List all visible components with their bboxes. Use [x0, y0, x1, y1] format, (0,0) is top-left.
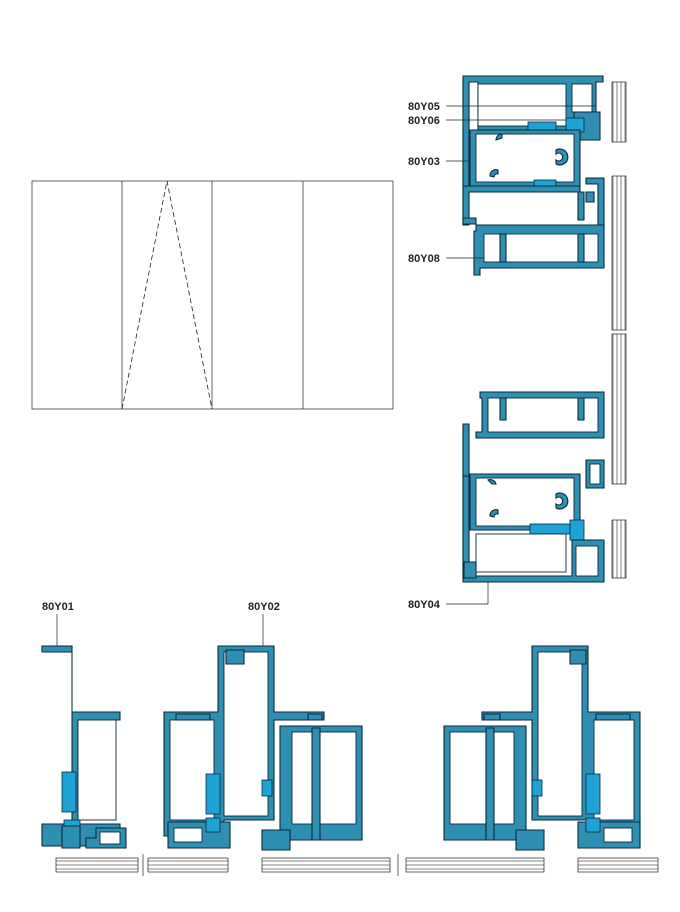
label-80Y06: 80Y06: [408, 115, 440, 127]
glass-top-2: [611, 175, 627, 331]
glass-strip-3: [261, 857, 391, 873]
glass-strip-1: [55, 857, 139, 873]
glass-bottom: [611, 519, 627, 579]
vertical-section-bottom: [462, 333, 627, 583]
glass-strip-4: [405, 857, 545, 873]
label-80Y01: 80Y01: [42, 601, 74, 613]
glass-mid: [611, 333, 627, 485]
label-80Y08: 80Y08: [408, 253, 440, 265]
vertical-section-top: [462, 75, 627, 331]
label-80Y04: 80Y04: [408, 599, 441, 611]
glass-top-1: [611, 81, 627, 143]
label-80Y03: 80Y03: [408, 156, 440, 168]
elevation-diagram: [31, 180, 394, 410]
label-80Y02: 80Y02: [248, 601, 280, 613]
glass-strip-2: [147, 857, 229, 873]
gasket-top: [527, 121, 557, 131]
frame-outline: [31, 180, 394, 410]
jamb-80Y01: [41, 645, 121, 847]
glass-strip-5: [577, 857, 659, 873]
opening-indicator: [121, 180, 213, 410]
labels-right: 80Y05 80Y06 80Y03 80Y08 80Y04: [408, 101, 596, 611]
label-80Y05: 80Y05: [408, 101, 440, 113]
horizontal-section: 80Y01 80Y02: [41, 601, 659, 876]
